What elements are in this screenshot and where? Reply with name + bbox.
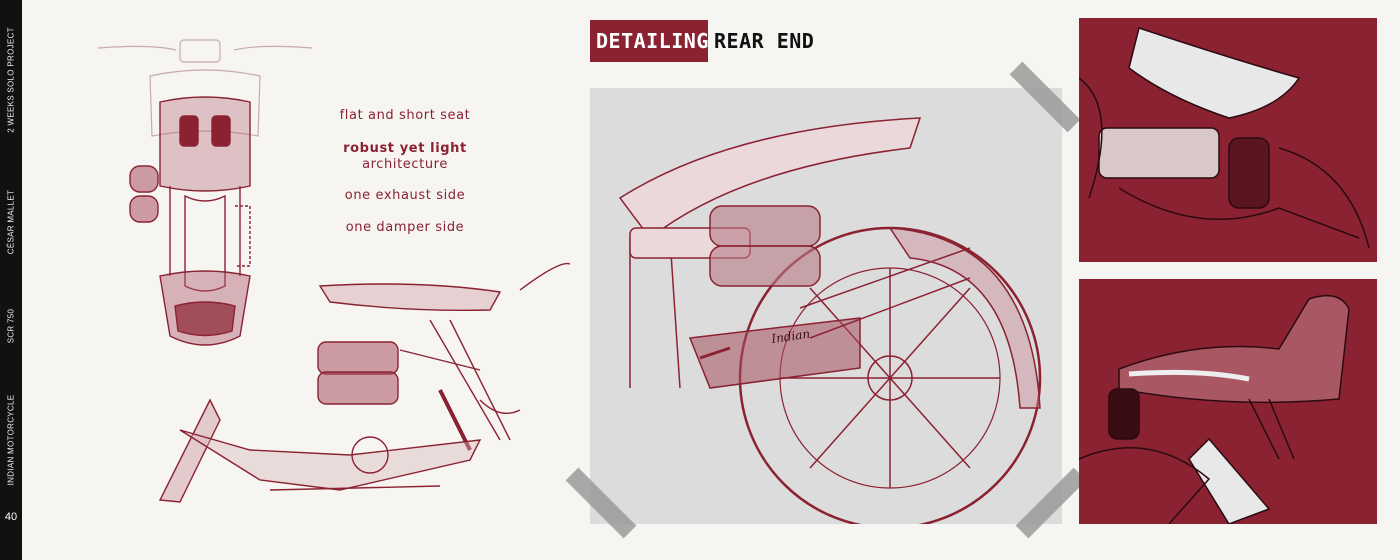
center-detail-panel: Indian <box>590 88 1062 524</box>
sidebar-label-author: CÉSAR MALLET <box>6 189 16 255</box>
note-architecture: robust yet light architecture <box>330 141 480 173</box>
note-architecture-bold: robust yet light <box>343 141 467 156</box>
sidebar-label-brand: INDIAN MOTORCYCLE <box>6 394 16 486</box>
sidebar-label-model: SCR 750 <box>6 308 16 344</box>
note-architecture-text: architecture <box>362 157 448 172</box>
sidebar-label-project: 2 WEEKS SOLO PROJECT <box>6 27 16 133</box>
title-highlight-text: DETAILING <box>596 29 709 53</box>
detail-panel-top <box>1079 18 1377 262</box>
sidebar: 2 WEEKS SOLO PROJECT CÉSAR MALLET SCR 75… <box>0 0 22 560</box>
page-number: 40 <box>4 511 18 523</box>
side-view-sketch <box>140 250 570 510</box>
title-rest-text: REAR END <box>714 29 815 53</box>
indian-logo: Indian <box>769 327 810 346</box>
title-highlight-box <box>590 20 708 62</box>
top-view-sketch <box>90 36 320 366</box>
detail-panel-bottom <box>1079 279 1377 524</box>
note-damper: one damper side <box>345 220 465 235</box>
note-seat: flat and short seat <box>339 108 471 123</box>
note-exhaust: one exhaust side <box>344 188 466 203</box>
